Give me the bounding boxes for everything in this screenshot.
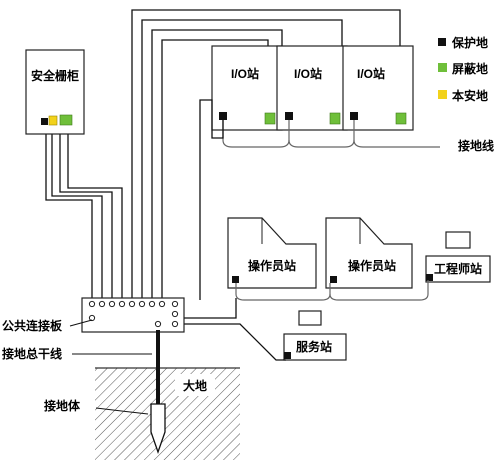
- operator-station-2-label: 操作员站: [348, 258, 396, 273]
- operator-station-1: [227, 217, 317, 289]
- ground-electrode: [150, 330, 166, 454]
- station-ground-wires: [184, 280, 429, 361]
- io-station-2-label: I/O站: [294, 66, 322, 81]
- earth-label: 大地: [183, 378, 207, 393]
- legend-shield-swatch: [438, 63, 447, 72]
- safety-barrier-cabinet: 安全栅柜: [25, 49, 85, 135]
- operator-station-1-label: 操作员站: [248, 258, 296, 273]
- operator-station-group: 操作员站 操作员站: [227, 217, 413, 289]
- engineer-station-label: 工程师站: [434, 261, 482, 276]
- legend-protect-swatch: [438, 38, 446, 46]
- io-station-group: I/O站 I/O站 I/O站: [199, 45, 440, 300]
- legend-protect-label: 保护地: [451, 35, 488, 50]
- io-station-3-label: I/O站: [357, 66, 385, 81]
- intrinsic-ground-terminal: [48, 115, 58, 126]
- earth-ground: 大地: [95, 367, 240, 460]
- left-labels: 公共连接板 接地总干线 接地体: [2, 318, 152, 415]
- service-station: 服务站: [283, 310, 347, 361]
- engineer-station: 工程师站: [425, 231, 491, 283]
- legend: 保护地 屏蔽地 本安地: [438, 35, 488, 103]
- legend-intrinsic-swatch: [438, 90, 447, 99]
- common-board-label: 公共连接板: [2, 318, 63, 333]
- engineer-monitor-icon: [445, 231, 471, 249]
- protect-ground-terminal: [41, 118, 48, 125]
- ground-line-label: 接地线: [458, 138, 494, 153]
- io-station-1-label: I/O站: [231, 66, 259, 81]
- service-monitor-icon: [298, 310, 322, 326]
- cabinet-label: 安全栅柜: [31, 68, 79, 83]
- service-station-label: 服务站: [296, 339, 332, 354]
- trunk-line-label: 接地总干线: [2, 346, 62, 361]
- shield-ground-terminal: [59, 114, 73, 126]
- legend-shield-label: 屏蔽地: [451, 61, 488, 76]
- legend-intrinsic-label: 本安地: [452, 88, 488, 103]
- common-connection-board: [81, 297, 185, 333]
- ground-body-label: 接地体: [44, 398, 81, 413]
- operator-station-2: [325, 217, 413, 289]
